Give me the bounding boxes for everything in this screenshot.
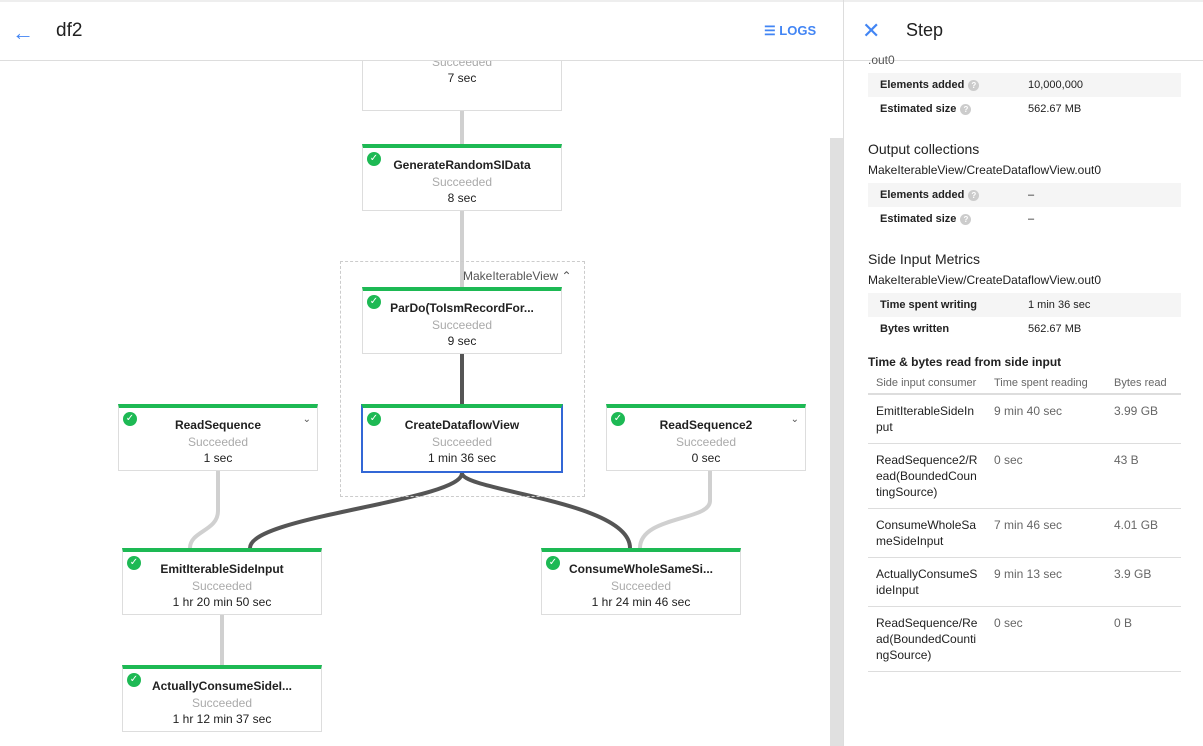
edge bbox=[188, 471, 220, 549]
metric-row: Estimated size?– bbox=[880, 213, 1035, 225]
scrollbar[interactable] bbox=[830, 138, 843, 746]
help-icon[interactable]: ? bbox=[968, 80, 980, 91]
back-arrow-icon[interactable]: ← bbox=[12, 20, 34, 45]
table-title: Time & bytes read from side input bbox=[868, 355, 1062, 369]
step-node[interactable]: ✓ ⌄ ReadSequence Succeeded 1 sec bbox=[118, 404, 318, 471]
list-icon: ☰ bbox=[764, 23, 780, 38]
top-bar: ← df2 ☰ LOGS bbox=[0, 0, 843, 61]
check-circle-icon: ✓ bbox=[127, 556, 141, 570]
input-path: .out0 bbox=[868, 53, 895, 67]
column-header: Bytes read bbox=[1106, 373, 1181, 395]
help-icon[interactable]: ? bbox=[960, 104, 972, 115]
check-circle-icon: ✓ bbox=[367, 412, 381, 426]
logs-button[interactable]: ☰ LOGS bbox=[764, 23, 817, 38]
chevron-down-icon[interactable]: ⌄ bbox=[790, 414, 799, 425]
section-title: Output collections bbox=[868, 141, 980, 157]
table-row: ReadSequence2/Read(BoundedCountingSource… bbox=[868, 443, 1181, 509]
check-circle-icon: ✓ bbox=[123, 412, 137, 426]
check-circle-icon: ✓ bbox=[367, 295, 381, 309]
chevron-down-icon[interactable]: ⌄ bbox=[302, 414, 311, 425]
job-title: df2 bbox=[56, 20, 83, 41]
step-node[interactable]: ✓ EmitIterableSideInput Succeeded 1 hr 2… bbox=[122, 548, 322, 615]
help-icon[interactable]: ? bbox=[968, 190, 980, 201]
edge bbox=[638, 471, 712, 549]
chevron-up-icon[interactable]: ⌃ bbox=[561, 269, 572, 283]
group-label[interactable]: MakeIterableView ⌃ bbox=[463, 269, 572, 283]
graph-canvas[interactable]: MakeIterableView ⌃ Succeeded 7 sec ✓ Gen… bbox=[0, 61, 843, 746]
metric-row: Elements added?– bbox=[868, 183, 1181, 207]
check-circle-icon: ✓ bbox=[546, 556, 560, 570]
side-input-table: Side input consumer Time spent reading B… bbox=[868, 373, 1181, 672]
section-title: Side Input Metrics bbox=[868, 251, 981, 267]
step-node[interactable]: ✓ ActuallyConsumeSideI... Succeeded 1 hr… bbox=[122, 665, 322, 732]
step-node-selected[interactable]: ✓ CreateDataflowView Succeeded 1 min 36 … bbox=[361, 404, 563, 473]
step-node[interactable]: ✓ ConsumeWholeSameSi... Succeeded 1 hr 2… bbox=[541, 548, 741, 615]
group-makeiterableview bbox=[340, 261, 585, 497]
column-header: Side input consumer bbox=[868, 373, 986, 395]
check-circle-icon: ✓ bbox=[611, 412, 625, 426]
check-circle-icon: ✓ bbox=[367, 152, 381, 166]
column-header: Time spent reading bbox=[986, 373, 1106, 395]
output-path: MakeIterableView/CreateDataflowView.out0 bbox=[868, 163, 1102, 177]
step-node[interactable]: ✓ ParDo(ToIsmRecordFor... Succeeded 9 se… bbox=[362, 287, 562, 354]
step-node[interactable]: Succeeded 7 sec bbox=[362, 61, 562, 111]
step-node[interactable]: ✓ ⌄ ReadSequence2 Succeeded 0 sec bbox=[606, 404, 806, 471]
check-circle-icon: ✓ bbox=[127, 673, 141, 687]
edge bbox=[460, 472, 632, 549]
side-path: MakeIterableView/CreateDataflowView.out0 bbox=[868, 273, 1102, 287]
step-node[interactable]: ✓ GenerateRandomSIData Succeeded 8 sec bbox=[362, 144, 562, 211]
graph-edges bbox=[188, 92, 712, 665]
edge bbox=[248, 472, 464, 549]
step-panel: ✕ Step .out0 Elements added?10,000,000 E… bbox=[843, 0, 1203, 746]
metric-row: Estimated size?562.67 MB bbox=[880, 103, 1082, 115]
close-icon[interactable]: ✕ bbox=[862, 18, 881, 43]
metric-row: Elements added?10,000,000 bbox=[868, 73, 1181, 97]
panel-title: Step bbox=[906, 20, 944, 40]
table-row: ReadSequence/Read(BoundedCountingSource)… bbox=[868, 606, 1181, 672]
help-icon[interactable]: ? bbox=[960, 214, 972, 225]
